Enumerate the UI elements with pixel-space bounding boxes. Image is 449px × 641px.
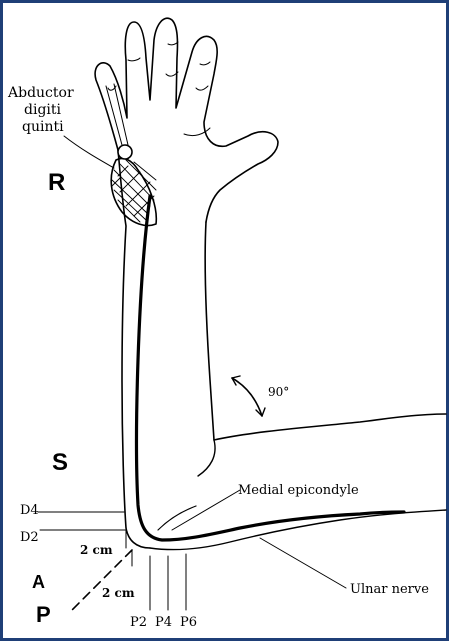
p4-label: P4 bbox=[155, 615, 172, 630]
muscle-label-line1: Abductor bbox=[7, 85, 74, 101]
angle-label: 90° bbox=[268, 385, 289, 399]
p6-label: P6 bbox=[180, 615, 197, 630]
medial-forearm-edge bbox=[118, 150, 150, 548]
forearm-upper-edge bbox=[205, 222, 214, 440]
muscle-label-line2: digiti bbox=[24, 102, 62, 118]
site-label-a: A bbox=[32, 572, 45, 592]
site-label-s: S bbox=[52, 449, 68, 476]
cm-upper-label: 2 cm bbox=[80, 543, 113, 557]
finger-creases bbox=[108, 42, 210, 136]
elbow-flexion-line bbox=[198, 440, 215, 476]
upper-arm-top-edge bbox=[214, 414, 446, 440]
p2-label: P2 bbox=[130, 615, 147, 630]
medial-epicondyle-leader bbox=[172, 490, 240, 530]
angle-arc bbox=[232, 378, 262, 416]
cm-lower-label: 2 cm bbox=[102, 586, 135, 600]
site-label-r: R bbox=[48, 169, 65, 196]
elbow-inner-contour bbox=[158, 506, 196, 530]
ulnar-nerve-leader bbox=[260, 538, 346, 588]
recording-electrode bbox=[118, 145, 132, 159]
muscle-leader-line bbox=[64, 136, 114, 168]
elbow-lower-contour bbox=[150, 510, 446, 550]
d4-label: D4 bbox=[20, 503, 39, 518]
muscle-label-line3: quinti bbox=[22, 119, 64, 135]
medial-epicondyle-label: Medial epicondyle bbox=[238, 483, 359, 498]
ap-axis-dashed bbox=[70, 550, 132, 612]
ulnar-nerve-label: Ulnar nerve bbox=[350, 582, 429, 597]
d2-label: D2 bbox=[20, 530, 39, 545]
site-label-p: P bbox=[36, 602, 51, 627]
